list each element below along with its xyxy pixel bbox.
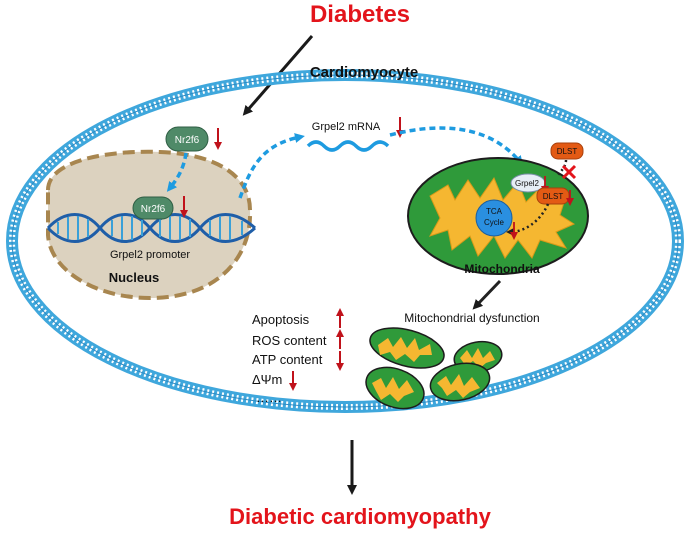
damaged-mitochondrion-4 (429, 362, 491, 402)
nr2f6-nucleus-label: Nr2f6 (141, 204, 166, 215)
grpel2-protein-label: Grpel2 (515, 179, 540, 188)
mrna-export-arrow (238, 133, 305, 199)
damaged-mitochondrion-3 (365, 366, 425, 410)
effect-ros: ROS content (252, 333, 327, 348)
effect-membrane-potential: ΔΨm (252, 372, 282, 387)
tca-label-line2: Cycle (484, 218, 505, 227)
dna-helix-icon (46, 213, 257, 243)
outcome-title: Diabetic cardiomyopathy (229, 504, 491, 529)
effect-atp: ATP content (252, 352, 323, 367)
tca-cycle-icon (475, 199, 513, 237)
effect-more: …… (256, 390, 282, 405)
mitochondria-label: Mitochondria (464, 262, 540, 276)
dlst-outer-badge (550, 142, 584, 160)
nr2f6-cytoplasm-badge (165, 126, 209, 152)
promoter-label: Grpel2 promoter (110, 249, 190, 261)
mrna-wave-icon (306, 140, 390, 152)
mrna-label: Grpel2 mRNA (312, 121, 381, 133)
dlst-inner-label: DLST (543, 192, 564, 201)
damaged-mitochondrion-1 (369, 327, 445, 369)
nr2f6-cytoplasm-label: Nr2f6 (175, 135, 200, 146)
dlst-inner-badge (536, 187, 570, 205)
dlst-outer-label: DLST (557, 147, 578, 156)
nr2f6-import-arrow (166, 152, 188, 192)
nucleus-label: Nucleus (109, 270, 160, 285)
dysfunction-arrow (472, 279, 502, 310)
dysfunction-label: Mitochondrial dysfunction (404, 311, 539, 325)
effect-apoptosis: Apoptosis (252, 312, 310, 327)
diabetes-title: Diabetes (310, 1, 410, 28)
cell-membrane (6, 69, 684, 413)
blocked-cross-icon (561, 164, 577, 180)
mrna-to-mito-arrow (389, 126, 524, 166)
cell-label: Cardiomyocyte (310, 64, 418, 81)
tca-label-line1: TCA (486, 207, 503, 216)
dlst-import-dotted-arrow (557, 159, 568, 176)
nr2f6-nucleus-badge (132, 196, 174, 220)
